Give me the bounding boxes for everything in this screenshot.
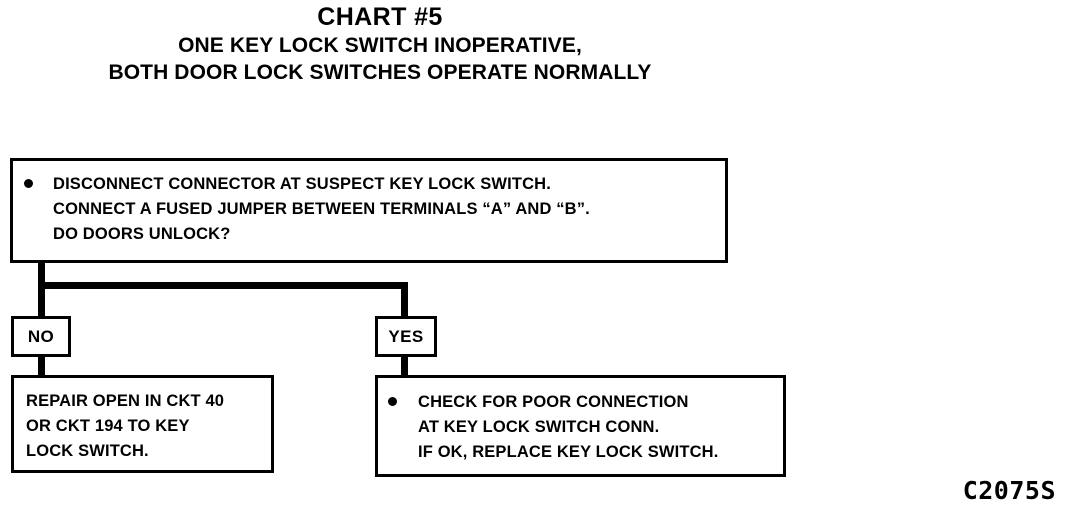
- bullet-icon: [24, 179, 33, 188]
- no-outcome-line-2: OR CKT 194 TO KEY: [26, 417, 190, 435]
- chart-title-line-1: CHART #5: [317, 3, 443, 31]
- yes-outcome-line-3: IF OK, REPLACE KEY LOCK SWITCH.: [418, 443, 719, 461]
- yes-outcome-text: CHECK FOR POOR CONNECTION AT KEY LOCK SW…: [418, 390, 718, 465]
- chart-title-line-3: BOTH DOOR LOCK SWITCHES OPERATE NORMALLY: [108, 61, 652, 84]
- main-question-box: DISCONNECT CONNECTOR AT SUSPECT KEY LOCK…: [10, 158, 728, 263]
- yes-outcome-box: CHECK FOR POOR CONNECTION AT KEY LOCK SW…: [375, 375, 786, 477]
- main-question-line-3: DO DOORS UNLOCK?: [53, 225, 231, 243]
- main-question-line-2: CONNECT A FUSED JUMPER BETWEEN TERMINALS…: [53, 200, 590, 218]
- yes-outcome-line-2: AT KEY LOCK SWITCH CONN.: [418, 418, 660, 436]
- connector-yes-to-outcome: [401, 355, 408, 377]
- main-question-line-1: DISCONNECT CONNECTOR AT SUSPECT KEY LOCK…: [53, 175, 551, 193]
- no-outcome-line-1: REPAIR OPEN IN CKT 40: [26, 392, 225, 410]
- connector-no-to-outcome: [38, 355, 45, 377]
- chart-reference-code: C2075S: [962, 476, 1056, 505]
- connector-main-box-down: [38, 261, 45, 287]
- no-outcome-line-3: LOCK SWITCH.: [26, 442, 149, 460]
- no-outcome-text: REPAIR OPEN IN CKT 40 OR CKT 194 TO KEY …: [26, 389, 224, 464]
- connector-no-branch-down: [38, 282, 45, 318]
- chart-title-line-2: ONE KEY LOCK SWITCH INOPERATIVE,: [178, 34, 582, 57]
- branch-label-yes: YES: [375, 316, 437, 357]
- connector-branch-bar: [38, 282, 408, 289]
- branch-label-no-text: NO: [27, 327, 55, 346]
- branch-label-no: NO: [11, 316, 71, 357]
- main-question-text: DISCONNECT CONNECTOR AT SUSPECT KEY LOCK…: [53, 172, 590, 247]
- yes-outcome-line-1: CHECK FOR POOR CONNECTION: [418, 393, 689, 411]
- connector-yes-branch-down: [401, 282, 408, 318]
- bullet-icon: [388, 397, 397, 406]
- chart-title-block: CHART #5 ONE KEY LOCK SWITCH INOPERATIVE…: [0, 2, 760, 86]
- no-outcome-box: REPAIR OPEN IN CKT 40 OR CKT 194 TO KEY …: [11, 375, 274, 473]
- branch-label-yes-text: YES: [388, 327, 424, 346]
